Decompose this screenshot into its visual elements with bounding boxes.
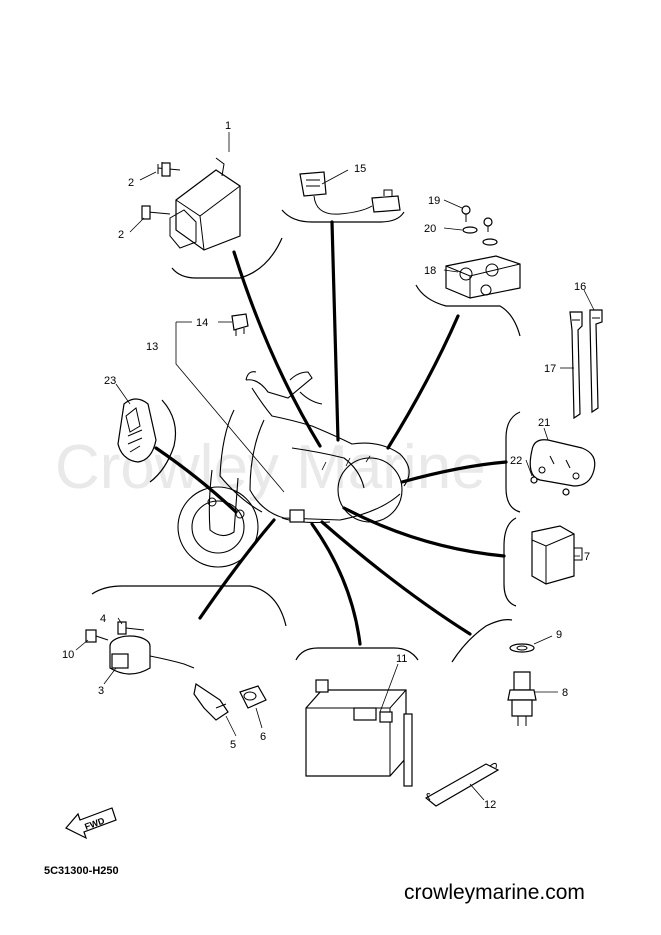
callout-21: 21 xyxy=(538,417,550,429)
rectifier-regulator[interactable] xyxy=(445,255,521,299)
harness-to-speed-sensor xyxy=(330,220,340,442)
cable-tie-16[interactable] xyxy=(589,309,603,414)
harness-to-relay-cover xyxy=(154,446,238,514)
callout-18: 18 xyxy=(424,265,436,277)
scooter-outline xyxy=(177,371,410,568)
gasket-9[interactable] xyxy=(509,643,535,653)
cdi-unit[interactable] xyxy=(169,157,241,251)
speed-sensor-lead[interactable] xyxy=(299,171,401,215)
screw-19[interactable] xyxy=(461,205,471,222)
callout-6: 6 xyxy=(260,731,266,743)
fwd-arrow-icon: FWD xyxy=(65,807,117,840)
callout-16: 16 xyxy=(574,281,586,293)
harness-to-battery xyxy=(310,522,362,646)
callout-22: 22 xyxy=(510,455,522,467)
callout-10: 10 xyxy=(62,649,74,661)
callout-3: 3 xyxy=(98,685,104,697)
fuse[interactable] xyxy=(231,313,249,336)
bracket-ignition-coil xyxy=(91,585,287,627)
harness-to-neutral-switch xyxy=(320,520,472,636)
harness-to-regulator xyxy=(386,314,460,450)
callout-14: 14 xyxy=(196,317,208,329)
spark-plug-cap[interactable] xyxy=(193,683,229,721)
callout-11: 11 xyxy=(396,653,407,665)
bracket-speed-sensor xyxy=(281,209,405,223)
bracket-battery xyxy=(295,647,419,661)
callout-7: 7 xyxy=(584,551,590,563)
cable-tie-17[interactable] xyxy=(569,311,583,420)
grommet-22[interactable] xyxy=(530,476,570,496)
bracket-relay xyxy=(503,517,517,607)
screw-19b[interactable] xyxy=(483,217,493,232)
callout-leaders xyxy=(75,132,595,801)
callout-8: 8 xyxy=(562,687,568,699)
callout-4: 4 xyxy=(100,613,106,625)
harness-to-relay xyxy=(342,506,506,558)
callout-23: 23 xyxy=(104,375,116,387)
bolt-10[interactable] xyxy=(85,629,109,643)
bolt-4[interactable] xyxy=(117,621,145,635)
callout-20: 20 xyxy=(424,223,436,235)
neutral-switch[interactable] xyxy=(507,671,537,726)
relay-cover[interactable] xyxy=(117,398,157,463)
callout-13: 13 xyxy=(146,341,158,353)
callout-17: 17 xyxy=(544,363,556,375)
bolt-2-lower[interactable] xyxy=(141,205,171,220)
washer-20[interactable] xyxy=(462,226,498,246)
callout-labels: 1 2 2 15 19 20 18 16 17 14 13 23 21 22 7… xyxy=(62,120,590,811)
ignition-coil[interactable] xyxy=(109,635,195,675)
callout-2-upper: 2 xyxy=(128,177,134,189)
callout-5: 5 xyxy=(230,739,236,751)
callout-9: 9 xyxy=(556,629,562,641)
site-url[interactable]: crowleymarine.com xyxy=(404,881,585,904)
callout-19: 19 xyxy=(428,195,440,207)
bracket-cdi-unit xyxy=(171,237,283,279)
harness-to-flasher xyxy=(400,460,508,484)
battery[interactable] xyxy=(305,679,407,777)
callout-2-lower: 2 xyxy=(118,229,124,241)
plug-cap-seal[interactable] xyxy=(239,685,267,709)
bolt-2-upper[interactable] xyxy=(157,162,181,177)
flasher-relay[interactable] xyxy=(529,439,596,487)
bracket-regulator xyxy=(415,284,521,337)
callout-1: 1 xyxy=(225,120,231,132)
harness-to-ignition-coil xyxy=(198,518,276,620)
battery-vent-tube[interactable] xyxy=(403,713,413,787)
battery-band[interactable] xyxy=(424,762,500,807)
callout-15: 15 xyxy=(354,163,366,175)
starter-relay[interactable] xyxy=(531,525,583,585)
bracket-relay-cover xyxy=(149,399,177,483)
bracket-neutral-switch xyxy=(451,619,513,663)
diagram-code: 5C31300-H250 xyxy=(44,865,119,877)
callout-12: 12 xyxy=(484,799,496,811)
